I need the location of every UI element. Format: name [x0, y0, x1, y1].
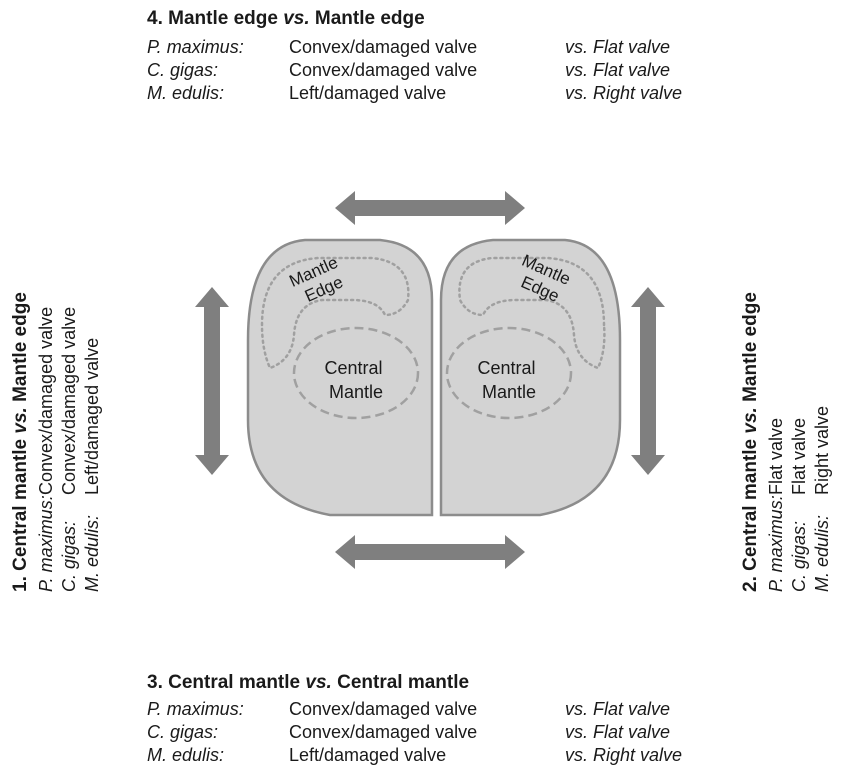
mantle-edge-dotted-outline [260, 256, 410, 370]
central-mantle-dashed-outline [292, 326, 420, 420]
title-vs: vs. [283, 8, 310, 29]
title-text: Central mantle [331, 672, 470, 693]
shell-outline [246, 238, 434, 517]
valve-value: Convex/damaged valve [289, 37, 478, 57]
species-name: C. gigas: [147, 722, 219, 742]
left-shell: Mantle Edge Central Mantle [246, 238, 434, 517]
species-row: C. gigas: Convex/damaged valve vs. Flat … [147, 721, 670, 744]
mantle-edge-dotted-outline [458, 256, 606, 370]
species-name: P. maximus: [147, 37, 244, 57]
valve-comparison: vs. Flat valve [565, 60, 671, 80]
species-row: M. edulis: Left/damaged valve vs. Right … [147, 82, 682, 105]
double-arrow-top [335, 191, 525, 225]
title-text: Mantle edge [309, 8, 425, 29]
right-shell: Mantle Edge Central Mantle [439, 238, 622, 517]
double-arrow-right [631, 287, 665, 475]
shell-diagram: Mantle Edge Central Mantle Mantle Edge C… [195, 191, 665, 569]
central-mantle-label: Central Mantle [324, 358, 387, 402]
double-arrow-left [195, 287, 229, 475]
central-mantle-label: Central Mantle [477, 358, 540, 402]
valve-value: Convex/damaged valve [289, 722, 478, 742]
shell-outline [439, 238, 622, 517]
valve-value: Convex/damaged valve [289, 699, 478, 719]
valve-comparison: vs. Flat valve [565, 699, 671, 719]
valve-comparison: vs. Flat valve [565, 37, 671, 57]
panel-mantle-edge-vs-mantle-edge: 4. Mantle edge vs. Mantle edge P. maximu… [147, 8, 682, 105]
central-mantle-dashed-outline [445, 326, 573, 420]
panel-title: 3. Central mantle vs. Central mantle [147, 672, 469, 694]
valve-comparison: vs. Right valve [565, 83, 683, 103]
panel-title: 4. Mantle edge vs. Mantle edge [147, 8, 425, 30]
title-vs: vs. [305, 672, 332, 693]
species-row: P. maximus: Convex/damaged valve vs. Fla… [147, 36, 670, 59]
valve-comparison: vs. Flat valve [565, 722, 671, 742]
title-text: 4. Mantle edge [147, 8, 284, 29]
species-row: C. gigas: Convex/damaged valve vs. Flat … [147, 59, 670, 82]
title-text: 3. Central mantle [147, 672, 306, 693]
arrows [195, 191, 665, 569]
valve-value: Left/damaged valve [289, 83, 447, 103]
double-arrow-bottom [335, 535, 525, 569]
species-name: C. gigas: [147, 60, 219, 80]
species-row: P. maximus: Convex/damaged valve vs. Fla… [147, 698, 670, 721]
valve-value: Convex/damaged valve [289, 60, 478, 80]
species-name: M. edulis: [147, 83, 225, 103]
species-name: P. maximus: [147, 699, 244, 719]
